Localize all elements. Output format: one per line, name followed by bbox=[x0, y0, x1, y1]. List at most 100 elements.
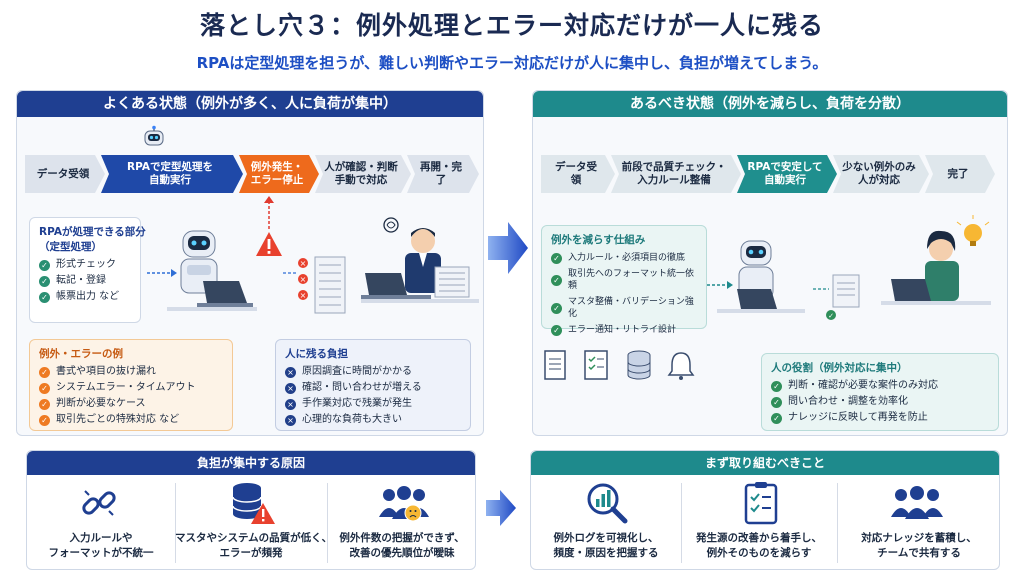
mechanism-item: ✓エラー通知・リトライ設計 bbox=[551, 324, 697, 336]
error-documents-illustration: × × × bbox=[283, 256, 346, 314]
mechanism-item: ✓入力ルール・必須項目の徹底 bbox=[551, 252, 697, 264]
rpa-capability-box: RPAが処理できる部分 （定型処理） ✓形式チェック ✓転記・登録 ✓帳票出力 … bbox=[29, 217, 146, 323]
svg-text:×: × bbox=[300, 291, 307, 300]
mechanism-item: ✓マスタ整備・バリデーション強化 bbox=[551, 296, 697, 320]
transition-arrow-icon bbox=[486, 490, 516, 526]
checklist-icon bbox=[744, 482, 778, 525]
left-process-flow: データ受領 RPAで定型処理を 自動実行 例外発生・ エラー停止 人が確認・判断… bbox=[25, 155, 475, 193]
check-icon: ✓ bbox=[39, 398, 50, 410]
transition-arrow-icon bbox=[488, 222, 528, 274]
x-icon: × bbox=[285, 366, 296, 378]
broken-link-icon bbox=[82, 490, 116, 516]
mechanism-box-title: 例外を減らす仕組み bbox=[551, 234, 646, 246]
exception-item: ✓システムエラー・タイムアウト bbox=[39, 382, 223, 394]
exception-examples-box: 例外・エラーの例 ✓書式や項目の抜け漏れ ✓システムエラー・タイムアウト ✓判断… bbox=[29, 339, 233, 431]
check-icon: ✓ bbox=[771, 380, 782, 392]
right-flow-step-5: 完了 bbox=[925, 155, 995, 193]
role-item: ✓問い合わせ・調整を効率化 bbox=[771, 396, 989, 408]
role-item: ✓ナレッジに反映して再発を防止 bbox=[771, 412, 989, 424]
check-icon: ✓ bbox=[39, 291, 50, 303]
team-icon bbox=[891, 486, 943, 519]
exception-item: ✓取引先ごとの特殊対応 など bbox=[39, 414, 223, 426]
human-burden-box: 人に残る負担 ×原因調査に時間がかかる ×確認・問い合わせが増える ×手作業対応… bbox=[275, 339, 471, 431]
page-title: 落とし穴３：例外処理とエラー対応だけが一人に残る bbox=[199, 11, 824, 40]
x-icon: × bbox=[285, 398, 296, 410]
search-chart-icon bbox=[587, 483, 628, 524]
exception-item: ✓書式や項目の抜け漏れ bbox=[39, 366, 223, 378]
left-flow-step-2: RPAで定型処理を 自動実行 bbox=[101, 155, 243, 193]
left-flow-step-4: 人が確認・判断 手動で対応 bbox=[315, 155, 411, 193]
check-icon: ✓ bbox=[39, 259, 50, 271]
role-item: ✓判断・確認が必要な案件のみ対応 bbox=[771, 380, 989, 392]
svg-text:×: × bbox=[300, 275, 307, 284]
check-icon: ✓ bbox=[551, 274, 562, 286]
action-item-3: 対応ナレッジを蓄積し、 チームで共有する bbox=[861, 532, 977, 559]
x-icon: × bbox=[285, 414, 296, 426]
check-icon: ✓ bbox=[551, 302, 562, 314]
svg-text:×: × bbox=[300, 259, 307, 268]
burden-item: ×原因調査に時間がかかる bbox=[285, 366, 461, 378]
right-panel-header: あるべき状態（例外を減らし、負荷を分散） bbox=[533, 91, 1007, 117]
right-panel: あるべき状態（例外を減らし、負荷を分散） データ受領 前段で品質チェック・ 入力… bbox=[532, 90, 1008, 436]
left-flow-step-1: データ受領 bbox=[25, 155, 105, 193]
cause-item-3: 例外件数の把握ができず、 改善の優先順位が曖昧 bbox=[339, 532, 465, 559]
exception-box-title: 例外・エラーの例 bbox=[39, 348, 123, 360]
checklist-icon bbox=[584, 350, 608, 380]
human-role-box: 人の役割（例外対応に集中） ✓判断・確認が必要な案件のみ対応 ✓問い合わせ・調整… bbox=[761, 353, 999, 431]
x-icon: × bbox=[285, 382, 296, 394]
check-icon: ✓ bbox=[39, 275, 50, 287]
check-icon: ✓ bbox=[551, 324, 562, 336]
database-icon bbox=[627, 350, 651, 380]
right-flow-step-4: 少ない例外のみ 人が対応 bbox=[833, 155, 929, 193]
svg-text:✓: ✓ bbox=[828, 312, 834, 320]
role-box-title: 人の役割（例外対応に集中） bbox=[771, 362, 908, 374]
rpa-item: ✓帳票出力 など bbox=[39, 291, 131, 303]
right-flow-step-3: RPAで安定して 自動実行 bbox=[737, 155, 837, 193]
check-icon: ✓ bbox=[39, 414, 50, 426]
mechanism-item: ✓取引先へのフォーマット統一依頼 bbox=[551, 268, 697, 292]
burden-item: ×手作業対応で残業が発生 bbox=[285, 398, 461, 410]
worried-group-icon bbox=[379, 486, 429, 522]
cause-item-1: 入力ルールや フォーマットが不統一 bbox=[48, 532, 154, 559]
document-icon bbox=[544, 350, 566, 380]
page-subtitle: RPAは定型処理を担うが、難しい判断やエラー対応だけが人に集中し、負担が増えてし… bbox=[196, 54, 828, 72]
action-item-1: 例外ログを可視化し、 頻度・原因を把握する bbox=[553, 532, 659, 559]
divider bbox=[681, 483, 682, 563]
cause-item-2: マスタやシステムの品質が低く、 エラーが頻発 bbox=[175, 532, 333, 559]
rpa-box-title: RPAが処理できる部分 （定型処理） bbox=[39, 226, 146, 253]
action-item-2: 発生源の改善から着手し、 例外そのものを減らす bbox=[696, 532, 822, 559]
right-flow-step-2: 前段で品質チェック・ 入力ルール整備 bbox=[611, 155, 741, 193]
check-icon: ✓ bbox=[39, 382, 50, 394]
burden-box-title: 人に残る負担 bbox=[285, 348, 348, 360]
robot-laptop-illustration bbox=[707, 240, 805, 313]
worried-person-illustration bbox=[361, 217, 479, 303]
causes-header: 負担が集中する原因 bbox=[27, 451, 475, 475]
warning-icon bbox=[256, 232, 282, 256]
database-warning-icon bbox=[232, 483, 275, 524]
exception-reduction-box: 例外を減らす仕組み ✓入力ルール・必須項目の徹底 ✓取引先へのフォーマット統一依… bbox=[541, 225, 707, 336]
causes-panel: 負担が集中する原因 入力ルールや フォーマットが不統一 マスタやシステムの品質が… bbox=[26, 450, 476, 570]
exception-item: ✓判断が必要なケース bbox=[39, 398, 223, 410]
left-flow-step-3: 例外発生・ エラー停止 bbox=[239, 155, 319, 193]
burden-item: ×確認・問い合わせが増える bbox=[285, 382, 461, 394]
divider bbox=[327, 483, 328, 563]
actions-header: まず取り組むべきこと bbox=[531, 451, 999, 475]
robot-laptop-illustration bbox=[147, 230, 257, 311]
right-process-flow: データ受領 前段で品質チェック・ 入力ルール整備 RPAで安定して 自動実行 少… bbox=[541, 155, 991, 193]
person-laptop-illustration bbox=[881, 215, 991, 305]
divider bbox=[175, 483, 176, 563]
docs-check-illustration: ✓ bbox=[813, 274, 860, 320]
rpa-item: ✓転記・登録 bbox=[39, 275, 131, 287]
check-icon: ✓ bbox=[771, 412, 782, 424]
divider bbox=[837, 483, 838, 563]
tool-icons-row bbox=[543, 345, 733, 385]
error-dashed-arrow bbox=[264, 196, 274, 229]
robot-icon bbox=[144, 125, 164, 146]
bell-icon bbox=[667, 352, 695, 380]
check-icon: ✓ bbox=[39, 366, 50, 378]
left-flow-step-5: 再開・完了 bbox=[407, 155, 479, 193]
left-panel: よくある状態（例外が多く、人に負荷が集中） データ受領 RPAで定型処理を 自動… bbox=[16, 90, 484, 436]
burden-item: ×心理的な負荷も大きい bbox=[285, 414, 461, 426]
actions-panel: まず取り組むべきこと 例外ログを可視化し、 頻度・原因を把握する 発生源の改善か… bbox=[530, 450, 1000, 570]
rpa-item: ✓形式チェック bbox=[39, 259, 131, 271]
